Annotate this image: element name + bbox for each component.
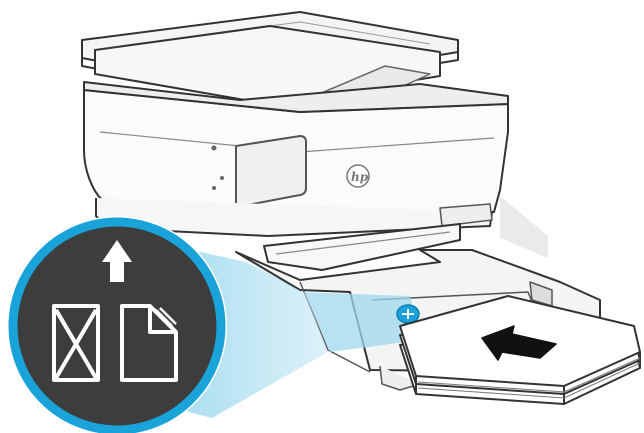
output-tray [263, 223, 461, 271]
paper-guide-marker [396, 304, 420, 324]
paper-corner-icon [120, 304, 178, 382]
brand-logo: hp [351, 170, 369, 184]
arrow-left-icon [481, 325, 557, 361]
media-orientation-callout [7, 216, 227, 433]
paper-stack [399, 295, 641, 405]
printer-body: hp [81, 11, 601, 391]
envelope-icon [52, 304, 100, 382]
control-panel-screen [235, 135, 307, 208]
arrow-up-icon [102, 240, 132, 282]
